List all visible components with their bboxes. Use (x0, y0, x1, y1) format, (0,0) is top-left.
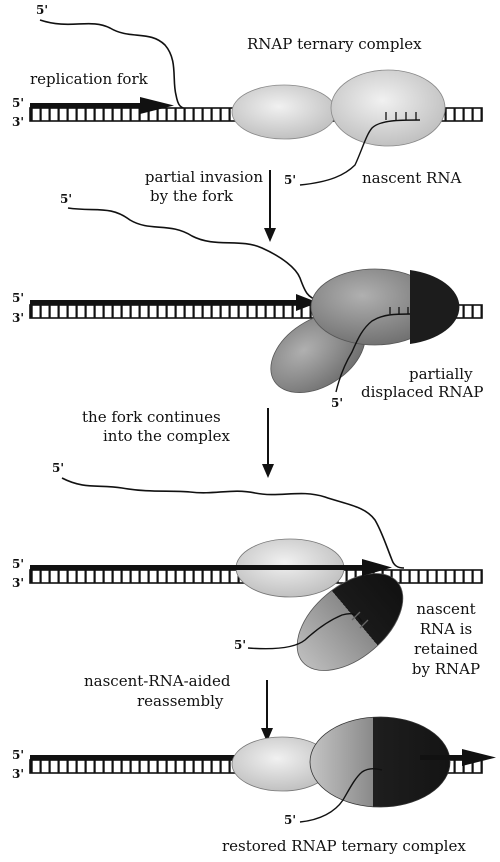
stage1-5prime-label: 5' (12, 97, 24, 111)
rnap-large-lobe-4 (310, 717, 450, 807)
step1-line1: partial invasion (118, 169, 263, 186)
step2-line1: the fork continues (82, 409, 221, 426)
rnap-dark-domain-2 (410, 270, 459, 344)
rnap-small-lobe-1 (232, 85, 336, 139)
nascent-rna-label: nascent RNA (362, 170, 461, 187)
step1-line2: by the fork (118, 188, 233, 205)
replicated-strand-2 (30, 300, 298, 305)
rnap-large-lobe-1 (331, 70, 445, 146)
step2-arrow (262, 408, 274, 478)
stage4-title: restored RNAP ternary complex (222, 838, 466, 855)
parent-strand-2 (68, 208, 318, 300)
parent-strand-3 (62, 478, 404, 568)
stage2-rnap-label-line2: displaced RNAP (361, 384, 483, 401)
step2-line2: into the complex (103, 428, 230, 445)
stage2-3prime-label: 3' (12, 312, 24, 326)
stage2-5prime-label: 5' (12, 292, 24, 306)
step1-arrow (264, 170, 276, 242)
retained-line3: retained (404, 641, 488, 658)
replicated-strand-1 (30, 103, 140, 108)
stage3-5prime-label: 5' (12, 558, 24, 572)
step3-line2: reassembly (137, 693, 223, 710)
stage3-parent-end-label: 5' (52, 462, 64, 476)
stage3-3prime-label: 3' (12, 577, 24, 591)
retained-line2: RNA is (404, 621, 488, 638)
retained-line4: by RNAP (404, 661, 488, 678)
stage2-rna-end-label: 5' (331, 397, 343, 411)
fork-label: replication fork (30, 71, 148, 88)
stage3-rna-end-label: 5' (234, 639, 246, 653)
stage1-title: RNAP ternary complex (247, 36, 422, 53)
retained-line1: nascent (404, 601, 488, 618)
replicated-strand-4-overlay (420, 755, 478, 760)
parent-strand-1 (40, 20, 190, 110)
replicated-strand-3 (30, 565, 370, 570)
step3-arrow (261, 680, 273, 742)
stage4-3prime-label: 3' (12, 768, 24, 782)
stage4-rna-end-label: 5' (284, 814, 296, 828)
stage2-parent-end-label: 5' (60, 193, 72, 207)
stage1-3prime-label: 3' (12, 116, 24, 130)
stage4-group (30, 717, 496, 822)
stage1-parent-end-label: 5' (36, 4, 48, 18)
step3-line1: nascent-RNA-aided (84, 673, 230, 690)
stage1-rna-end-label: 5' (284, 174, 296, 188)
stage2-rnap-label-line1: partially (409, 366, 473, 383)
stage4-5prime-label: 5' (12, 749, 24, 763)
